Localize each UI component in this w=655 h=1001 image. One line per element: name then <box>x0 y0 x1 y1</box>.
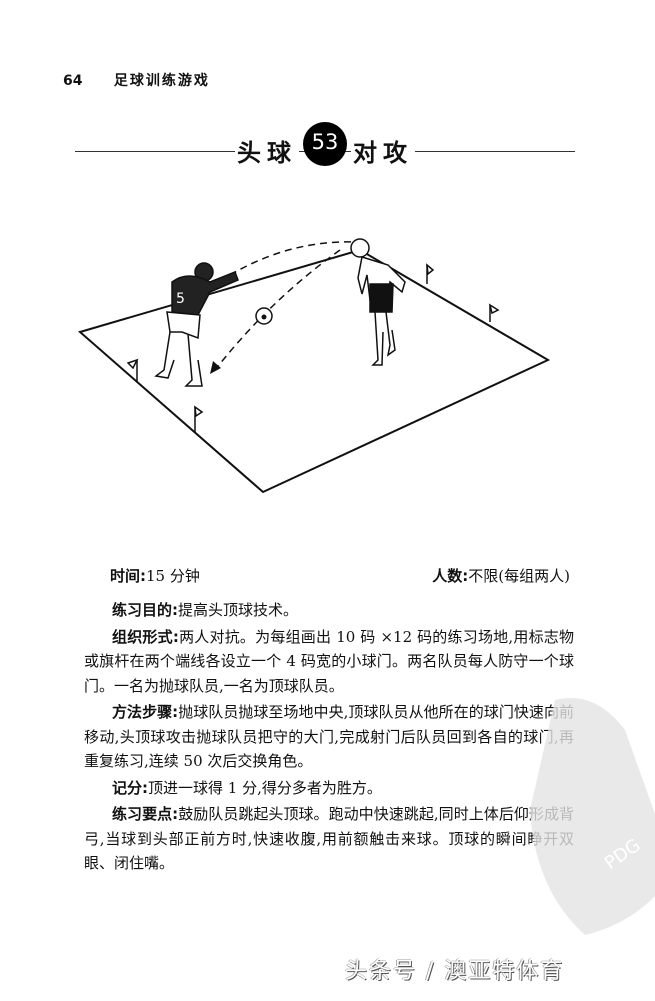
arrow-head-icon <box>210 361 221 374</box>
player-header <box>350 238 406 366</box>
pdg-stamp-watermark: PDG <box>530 698 655 935</box>
player-thrower: 5 <box>154 262 239 387</box>
ball-path-down <box>214 249 341 371</box>
jersey-number: 5 <box>176 291 185 307</box>
time-label: 时间: <box>110 567 146 585</box>
title-prefix: 头球 <box>235 138 299 167</box>
title-number-badge: 53 <box>303 122 347 166</box>
book-title: 足球训练游戏 <box>113 73 210 89</box>
section-procedure: 方法步骤:抛球队员抛球至场地中央,顶球队员从他所在的球门快速向前移动,头顶球攻击… <box>84 703 574 770</box>
corner-flag-icon <box>126 263 500 432</box>
ball-path-arc <box>229 241 356 276</box>
players-label: 人数: <box>432 567 469 585</box>
section-key-points: 练习要点:鼓励队员跳起头顶球。跑动中快速跳起,同时上体后仰形成背弓,当球到头部正… <box>84 805 574 872</box>
drill-illustration: 5 <box>77 238 550 494</box>
page-number: 64 <box>63 73 83 89</box>
body-text: 练习目的:提高头顶球技术。 组织形式:两人对抗。为每组画出 10 码 ×12 码… <box>84 598 574 878</box>
meta-row: 时间:15 分钟 人数:不限(每组两人) <box>110 565 570 586</box>
section-organization: 组织形式:两人对抗。为每组画出 10 码 ×12 码的练习场地,用标志物或旗杆在… <box>84 627 574 695</box>
section-purpose: 练习目的:提高头顶球技术。 <box>112 601 299 619</box>
footer-watermark: 头条号 / 澳亚特体育 <box>345 959 565 984</box>
field-outline <box>77 248 550 494</box>
title-suffix: 对攻 <box>351 138 415 167</box>
running-head: 64 足球训练游戏 <box>63 70 210 90</box>
players-value: 不限(每组两人) <box>468 567 570 585</box>
section-scoring: 记分:顶进一球得 1 分,得分多者为胜方。 <box>112 778 382 797</box>
time-value: 15 分钟 <box>146 567 200 585</box>
